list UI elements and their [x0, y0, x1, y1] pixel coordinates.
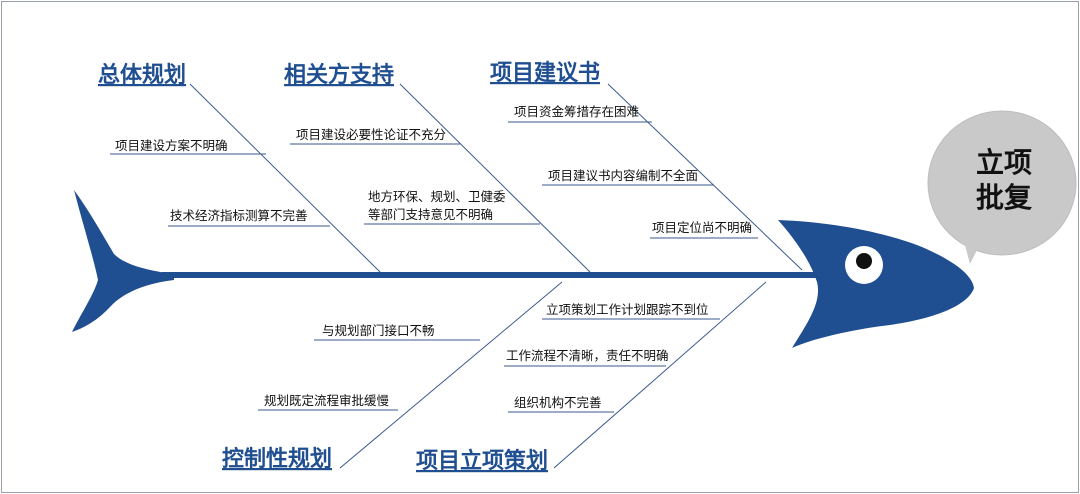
- cause-text: 组织机构不完善: [514, 395, 602, 410]
- fish-spine: [162, 272, 822, 278]
- cause-text: 地方环保、规划、卫健委: [368, 189, 506, 204]
- head-label-line1: 立项: [976, 146, 1032, 179]
- cause-text: 与规划部门接口不畅: [322, 323, 435, 338]
- category-total-plan: 总体规划: [98, 62, 186, 88]
- upper-bones: [110, 83, 803, 469]
- cause-text: 项目建议书内容编制不全面: [548, 168, 698, 183]
- cause-text: 项目建设方案不明确: [115, 138, 228, 153]
- head-label-line2: 批复: [976, 181, 1032, 214]
- cause-text: 项目资金筹措存在困难: [514, 104, 639, 119]
- category-controlled-plan: 控制性规划: [222, 446, 332, 472]
- cause-text: 工作流程不清晰，责任不明确: [506, 348, 669, 363]
- cause-text: 等部门支持意见不明确: [368, 207, 493, 222]
- cause-text: 规划既定流程审批缓慢: [264, 393, 390, 408]
- fish-pupil: [856, 253, 872, 269]
- cause-text: 技术经济指标测算不完善: [170, 208, 308, 223]
- fish-head: [778, 220, 974, 348]
- cause-text: 项目建设必要性论证不充分: [296, 127, 446, 142]
- head-bubble: 立项 批复: [927, 110, 1077, 264]
- cause-text: 项目定位尚不明确: [652, 220, 752, 235]
- cause-text: 立项策划工作计划跟踪不到位: [546, 302, 709, 317]
- category-stakeholder-support: 相关方支持: [284, 62, 394, 88]
- fish-tail: [72, 190, 174, 332]
- category-project-proposal: 项目建议书: [490, 61, 600, 86]
- category-project-planning: 项目立项策划: [416, 448, 548, 474]
